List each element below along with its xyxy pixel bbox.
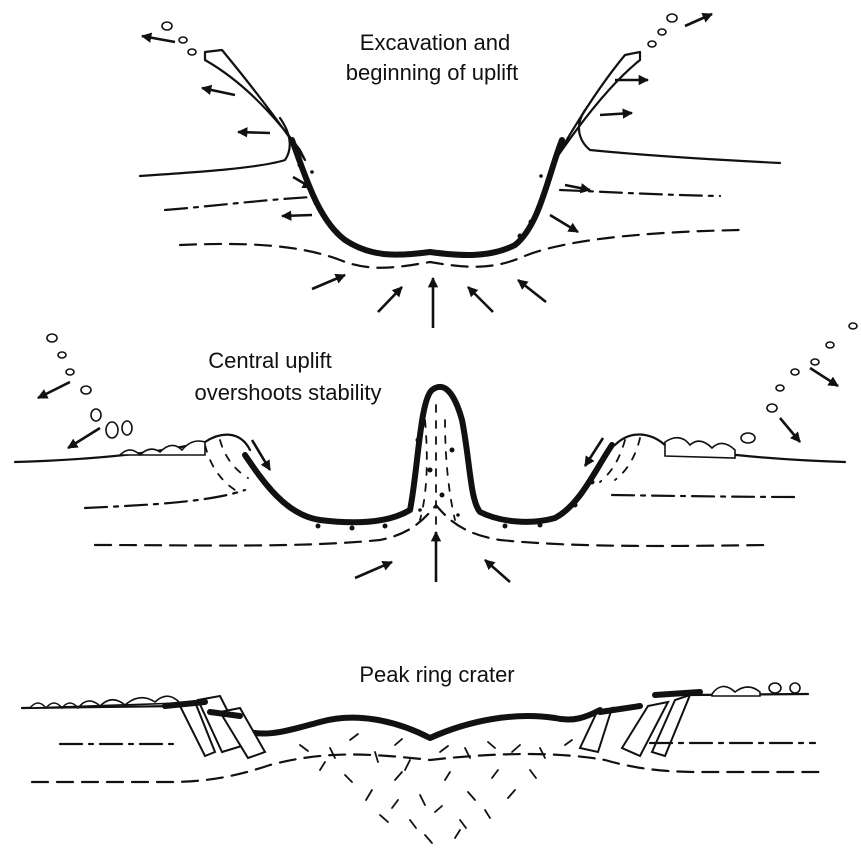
- panel-central-uplift: Central uplift overshoots stability: [15, 323, 857, 582]
- panel-central-uplift-title-line-2: overshoots stability: [194, 380, 381, 405]
- stratum-upper-left: [165, 197, 312, 210]
- motion-arrows-uplift: [38, 368, 838, 582]
- ground-surface-left: [140, 118, 290, 176]
- ejecta-flap-right: [555, 52, 640, 160]
- panel-excavation-title-line-1: Excavation and: [360, 30, 510, 55]
- stratum-lower: [180, 230, 740, 268]
- stratum-upper-right: [560, 190, 720, 196]
- terrace-blocks-left: [165, 696, 265, 758]
- panel-excavation-title-line-2: beginning of uplift: [346, 60, 518, 85]
- stratum-upper-right-uplift: [612, 495, 800, 497]
- panel-excavation: Excavation and beginning of uplift: [140, 14, 780, 328]
- ground-surface-left-uplift: [15, 435, 250, 462]
- panel-central-uplift-title-line-1: Central uplift: [208, 348, 332, 373]
- stratum-upper-uplift: [85, 490, 245, 508]
- breccia-lens-peak-ring: [300, 734, 572, 843]
- stratum-upper-peak-ring: [60, 743, 815, 744]
- crater-profile-central-uplift: [245, 387, 612, 522]
- crater-floor-peak-ring: [238, 710, 600, 738]
- panel-peak-ring-title: Peak ring crater: [359, 662, 514, 687]
- stratum-lower-uplift: [95, 505, 770, 546]
- terrace-blocks-right: [580, 692, 700, 756]
- stratum-lower-peak-ring: [32, 754, 820, 782]
- slump-block-left: [205, 440, 248, 490]
- panel-peak-ring: Peak ring crater: [22, 662, 820, 843]
- peak-interior-strata-right: [445, 420, 455, 520]
- breccia-lining-excavation: [298, 163, 555, 239]
- ground-surface-right: [579, 110, 780, 163]
